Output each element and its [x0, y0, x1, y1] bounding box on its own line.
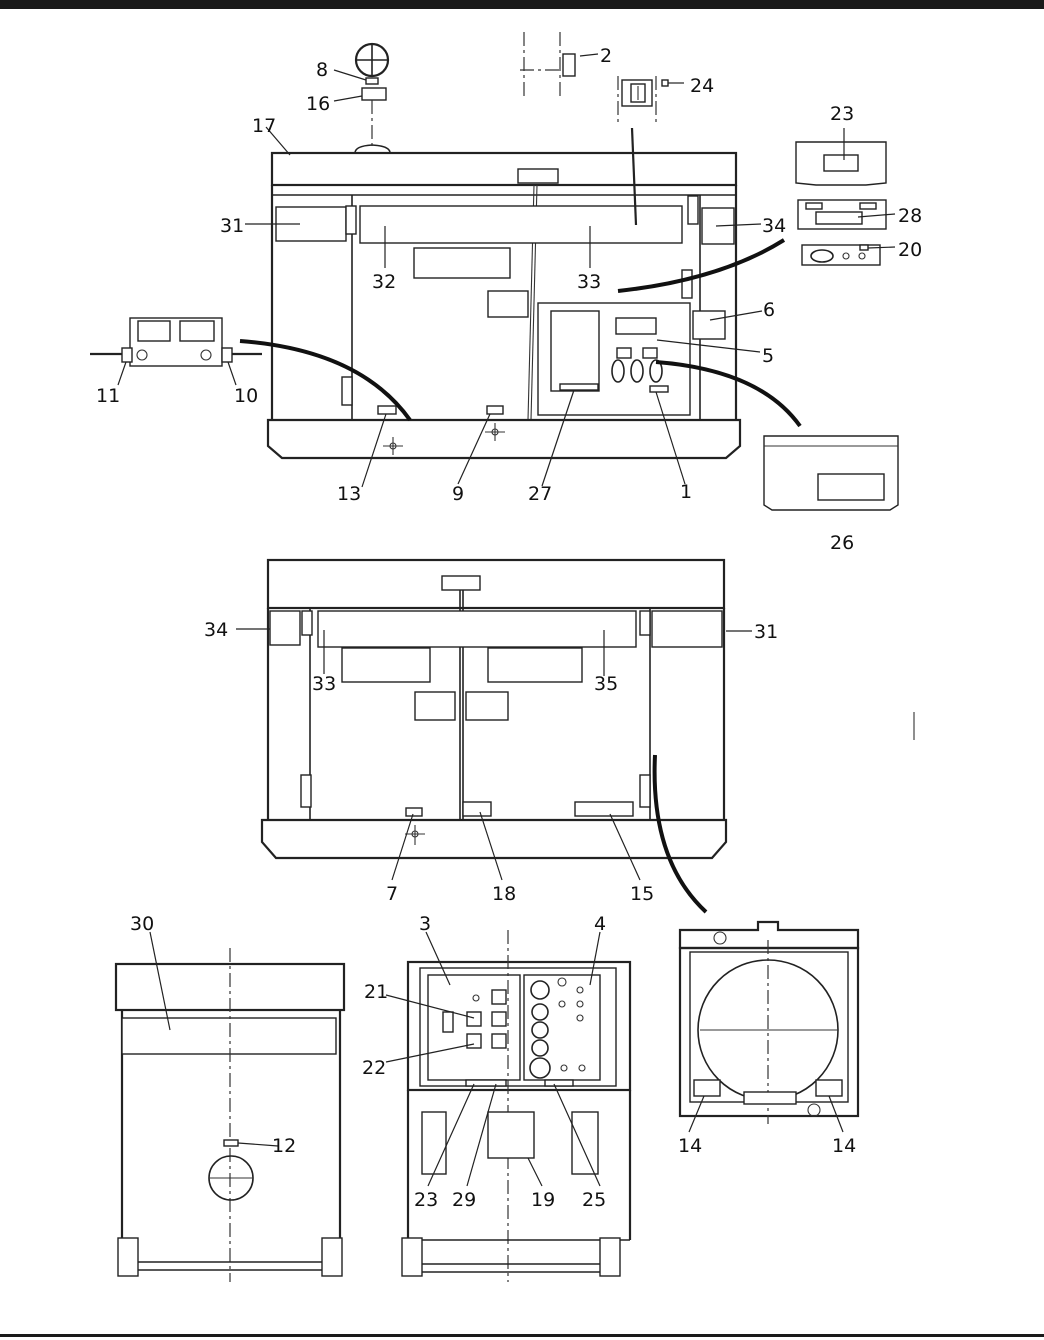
callout-labels: 2 24 8 16 17 23 28 20 31 32 33 34 6 5 11…: [96, 45, 922, 1211]
callout-21: 21: [364, 981, 388, 1003]
callout-35: 35: [594, 673, 618, 695]
decal-26-panel: [763, 435, 899, 511]
radiator-end-view: [678, 920, 860, 1124]
callout-33-middle: 33: [312, 673, 336, 695]
callout-14-right: 14: [832, 1135, 856, 1157]
callout-9: 9: [452, 483, 464, 505]
rear-end-view: [114, 948, 346, 1282]
leader-lines: [117, 53, 896, 1187]
callout-15: 15: [630, 883, 654, 905]
top-border-rule: [0, 0, 1044, 9]
callout-14-left: 14: [678, 1135, 702, 1157]
callout-29: 29: [452, 1189, 476, 1211]
callout-31-upper: 31: [220, 215, 244, 237]
callout-10: 10: [234, 385, 258, 407]
callout-27: 27: [528, 483, 552, 505]
pointer-arc-lower-right: [655, 360, 802, 428]
callout-7: 7: [386, 883, 398, 905]
callout-12: 12: [272, 1135, 296, 1157]
callout-32: 32: [372, 271, 396, 293]
callout-31-middle: 31: [754, 621, 778, 643]
pointer-arc-upper-right: [617, 238, 786, 293]
callout-33-upper: 33: [577, 271, 601, 293]
pointer-arc-radiator: [652, 754, 708, 914]
callout-4: 4: [594, 913, 606, 935]
callout-24: 24: [690, 75, 714, 97]
callout-34-upper: 34: [762, 215, 786, 237]
decal-2-detail: [520, 32, 576, 96]
callout-1: 1: [680, 481, 692, 503]
callout-5: 5: [762, 345, 774, 367]
side-view-upper: [266, 144, 742, 460]
decal-set-23-28-20: [795, 141, 887, 266]
callout-13: 13: [337, 483, 361, 505]
callout-6: 6: [763, 299, 775, 321]
callout-20: 20: [898, 239, 922, 261]
callout-30: 30: [130, 913, 154, 935]
callout-11: 11: [96, 385, 120, 407]
callout-3: 3: [419, 913, 431, 935]
callout-25: 25: [582, 1189, 606, 1211]
callout-18: 18: [492, 883, 516, 905]
callout-16: 16: [306, 93, 330, 115]
callout-8: 8: [316, 59, 328, 81]
callout-23-bottom: 23: [414, 1189, 438, 1211]
callout-17: 17: [252, 115, 276, 137]
callout-34-middle: 34: [204, 619, 228, 641]
callout-28: 28: [898, 205, 922, 227]
bottom-border-rule: [0, 1334, 1044, 1337]
fuel-cap-detail: [354, 42, 390, 150]
callout-23-top: 23: [830, 103, 854, 125]
callout-19: 19: [531, 1189, 555, 1211]
side-view-middle: [260, 558, 728, 860]
callout-22: 22: [362, 1057, 386, 1079]
pointer-arc-left: [239, 339, 412, 422]
control-end-view: [401, 930, 632, 1282]
battery-switch-detail: [90, 317, 262, 367]
callout-26: 26: [830, 532, 854, 554]
switch-24-detail: [617, 76, 669, 226]
callout-2: 2: [600, 45, 612, 67]
